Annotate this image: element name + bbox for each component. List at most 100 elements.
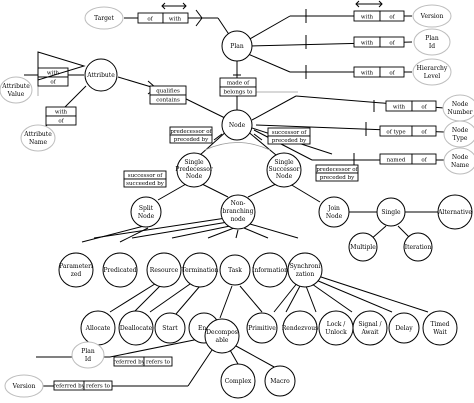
node-timed-wait[interactable]	[422, 310, 458, 346]
node-decomposable[interactable]	[204, 318, 240, 354]
svg-text:of type: of type	[386, 130, 405, 136]
svg-text:of: of	[50, 80, 56, 86]
node-alternative[interactable]	[437, 194, 473, 230]
edge-succ-nonbranching	[247, 183, 277, 198]
entity-node-number[interactable]	[442, 94, 474, 122]
node-lock-unlock[interactable]	[318, 310, 354, 346]
svg-text:Id: Id	[85, 356, 91, 363]
node-synchronization[interactable]	[287, 252, 323, 288]
svg-text:able: able	[216, 337, 229, 344]
edge-node-number	[251, 95, 297, 121]
node-single[interactable]	[376, 197, 406, 227]
nodes: Target Plan Version Plan Id Hierarchy Le…	[0, 4, 474, 399]
edge-nb-predicated	[131, 221, 229, 239]
edge-nb-information	[243, 227, 269, 239]
svg-text:zed: zed	[71, 271, 82, 278]
svg-text:Parameteri: Parameteri	[59, 263, 93, 270]
svg-text:preceded by: preceded by	[272, 138, 307, 144]
svg-text:Predecessor: Predecessor	[175, 166, 213, 173]
entity-plan-id-bottom[interactable]	[71, 341, 105, 369]
node-non-branching[interactable]	[220, 194, 256, 230]
svg-text:Level: Level	[424, 73, 440, 80]
node-task[interactable]	[219, 254, 251, 286]
edge-nb-parameterized	[93, 217, 227, 239]
svg-text:Node: Node	[452, 127, 469, 134]
edge-pred-split	[157, 183, 187, 201]
entity-version[interactable]	[412, 4, 452, 28]
node-join[interactable]	[318, 196, 350, 228]
svg-text:preceded by: preceded by	[320, 175, 355, 181]
node-single-predecessor[interactable]	[176, 152, 212, 188]
rel-box-planid-of	[379, 36, 405, 48]
entity-version-bottom[interactable]	[4, 374, 44, 398]
node-termination[interactable]	[182, 252, 218, 288]
rel-box-succeeded-by	[123, 178, 167, 188]
svg-text:Node: Node	[276, 173, 293, 180]
svg-text:of: of	[421, 130, 427, 136]
edge-node-succ	[245, 129, 277, 156]
svg-text:of: of	[389, 15, 395, 21]
node-primitive[interactable]	[246, 312, 278, 344]
entity-attribute-name[interactable]	[20, 124, 56, 152]
entity-attribute-value[interactable]	[0, 76, 33, 104]
svg-text:Macro: Macro	[270, 378, 290, 385]
entity-target[interactable]	[84, 6, 124, 30]
svg-text:Single: Single	[381, 209, 401, 216]
svg-text:Version: Version	[12, 383, 36, 390]
node-start[interactable]	[154, 312, 186, 344]
svg-text:qualifies: qualifies	[156, 89, 180, 95]
svg-text:Complex: Complex	[225, 378, 252, 385]
node-information[interactable]	[252, 252, 288, 288]
entity-node-name[interactable]	[443, 147, 474, 175]
svg-text:node: node	[231, 216, 246, 223]
svg-text:Wait: Wait	[433, 329, 447, 336]
node-multiple[interactable]	[348, 232, 378, 262]
edge-decomp-complex	[229, 349, 239, 365]
node-split[interactable]	[130, 196, 162, 228]
svg-text:Multiple: Multiple	[350, 244, 376, 251]
node-complex[interactable]	[220, 363, 256, 399]
svg-text:Task: Task	[228, 267, 242, 274]
node-delay[interactable]	[388, 312, 420, 344]
svg-text:with: with	[361, 15, 374, 21]
edge-split-param	[81, 225, 145, 243]
entity-hierarchy-level[interactable]	[412, 58, 452, 86]
svg-text:of: of	[147, 17, 153, 23]
node-parameterized[interactable]	[58, 252, 94, 288]
svg-text:referred by: referred by	[113, 360, 145, 366]
entity-node-type[interactable]	[443, 120, 474, 148]
node-iteration[interactable]	[403, 232, 433, 262]
svg-text:referred by: referred by	[53, 384, 85, 390]
rel-box-attrname-of	[45, 115, 77, 126]
edge-resource-deallocate	[133, 283, 163, 313]
svg-text:refers to: refers to	[146, 360, 171, 366]
node-single-successor[interactable]	[266, 152, 302, 188]
node-predicated[interactable]	[102, 252, 138, 288]
rel-box-refers-to	[143, 356, 173, 367]
svg-text:preceded by: preceded by	[174, 137, 209, 143]
node-attribute[interactable]	[84, 58, 118, 92]
node-node[interactable]	[221, 109, 253, 141]
node-signal-await[interactable]	[352, 310, 388, 346]
node-rendezvous[interactable]	[282, 310, 318, 346]
svg-text:Unlock: Unlock	[325, 329, 347, 336]
svg-text:Number: Number	[447, 109, 472, 116]
rel-box-nodename-of	[411, 153, 437, 165]
rel-box-contains	[149, 94, 187, 105]
svg-text:Alternative: Alternative	[437, 209, 472, 216]
node-deallocate[interactable]	[118, 310, 154, 346]
svg-text:Attribute: Attribute	[1, 83, 30, 90]
svg-text:Deallocate: Deallocate	[120, 325, 153, 332]
svg-text:zation: zation	[296, 271, 315, 278]
svg-text:Signal /: Signal /	[358, 321, 382, 328]
rel-box-hierarchy-of	[379, 66, 405, 78]
svg-text:Information: Information	[252, 267, 288, 274]
svg-text:Synchroni: Synchroni	[290, 263, 321, 270]
svg-text:predecessor of: predecessor of	[316, 167, 358, 173]
svg-text:Primitive: Primitive	[248, 325, 276, 332]
node-plan[interactable]	[221, 30, 253, 62]
entity-plan-id[interactable]	[413, 28, 451, 56]
node-macro[interactable]	[264, 365, 296, 397]
node-resource[interactable]	[146, 252, 182, 288]
